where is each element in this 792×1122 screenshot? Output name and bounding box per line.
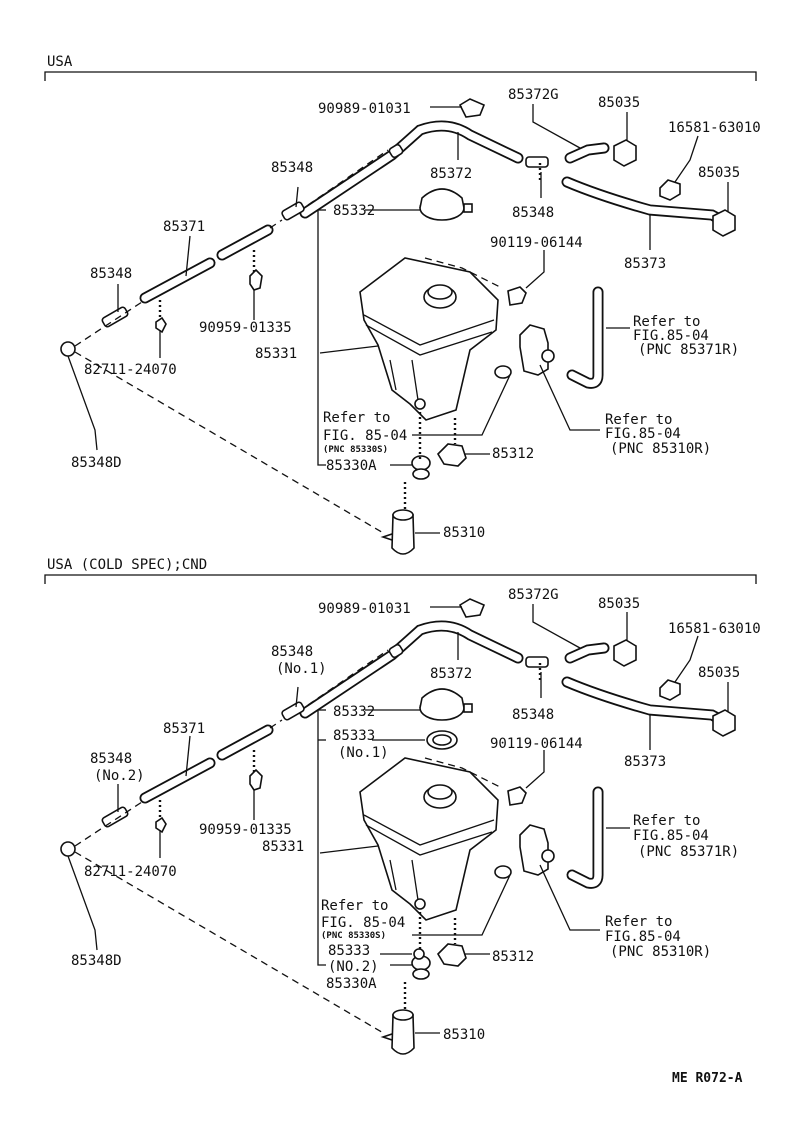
part-label-85348: 85348	[90, 266, 132, 282]
part-label-85333-no2: (NO.2)	[328, 959, 379, 975]
part-label-85348: 85348	[271, 160, 313, 176]
part-label-16581-63010: 16581-63010	[668, 120, 761, 136]
part-label-16581-63010: 16581-63010	[668, 621, 761, 637]
part-label-90989-01031: 90989-01031	[318, 101, 411, 117]
part-label-85331: 85331	[255, 346, 297, 362]
section-frame	[44, 574, 757, 584]
part-label-85035: 85035	[598, 596, 640, 612]
reference-line-2: FIG.85-04	[633, 328, 709, 344]
part-label-85372: 85372	[430, 166, 472, 182]
part-label-90119-06144: 90119-06144	[490, 736, 583, 752]
part-label-85372G: 85372G	[508, 87, 559, 103]
part-label-85348: 85348	[512, 205, 554, 221]
diagram-section-usa-cold-spec-cnd: USA (COLD SPEC);CND 90989-01031 85372G 8…	[44, 557, 761, 1054]
reference-line-2: FIG. 85-04	[321, 915, 405, 931]
part-label-90959-01335: 90959-01335	[199, 822, 292, 838]
reference-line-2: FIG.85-04	[605, 426, 681, 442]
reference-line-2: FIG.85-04	[633, 828, 709, 844]
reference-line-2: FIG. 85-04	[323, 428, 407, 444]
reference-line-3: (PNC 85330S)	[321, 931, 386, 941]
section-header: USA	[47, 54, 73, 70]
part-label-85348: 85348	[90, 751, 132, 767]
diagram-section-usa: USA 90989-01031 85372G 85035 16581-63010…	[44, 54, 761, 554]
reference-line-3: (PNC 85330S)	[323, 445, 388, 455]
part-label-85333: 85333	[333, 728, 375, 744]
part-label-85035: 85035	[698, 665, 740, 681]
part-label-90959-01335: 90959-01335	[199, 320, 292, 336]
part-label-85348-no1: (No.1)	[276, 661, 327, 677]
reference-line-3: (PNC 85371R)	[638, 844, 739, 860]
part-label-85332: 85332	[333, 704, 375, 720]
reference-line-3: (PNC 85310R)	[610, 944, 711, 960]
reference-line-1: Refer to	[321, 898, 388, 914]
part-label-85332: 85332	[333, 203, 375, 219]
part-label-82711-24070: 82711-24070	[84, 864, 177, 880]
part-label-85330A: 85330A	[326, 976, 377, 992]
part-label-85371: 85371	[163, 219, 205, 235]
reference-line-1: Refer to	[605, 412, 672, 428]
part-label-85348: 85348	[271, 644, 313, 660]
part-label-85348-no2: (No.2)	[94, 768, 145, 784]
part-label-85035: 85035	[598, 95, 640, 111]
section-frame	[44, 71, 757, 81]
reference-line-3: (PNC 85371R)	[638, 342, 739, 358]
reference-line-1: Refer to	[633, 314, 700, 330]
part-label-85371: 85371	[163, 721, 205, 737]
reference-line-3: (PNC 85310R)	[610, 441, 711, 457]
part-label-85310: 85310	[443, 525, 485, 541]
part-label-85310: 85310	[443, 1027, 485, 1043]
part-label-85372G: 85372G	[508, 587, 559, 603]
part-label-85035: 85035	[698, 165, 740, 181]
part-label-85373: 85373	[624, 754, 666, 770]
part-label-85348D: 85348D	[71, 455, 122, 471]
part-label-85330A: 85330A	[326, 458, 377, 474]
reference-line-2: FIG.85-04	[605, 929, 681, 945]
part-label-85331: 85331	[262, 839, 304, 855]
part-label-85372: 85372	[430, 666, 472, 682]
section-header: USA (COLD SPEC);CND	[47, 557, 207, 573]
part-label-90989-01031: 90989-01031	[318, 601, 411, 617]
part-label-85348D: 85348D	[71, 953, 122, 969]
reference-line-1: Refer to	[323, 410, 390, 426]
part-label-85312: 85312	[492, 446, 534, 462]
part-label-85348: 85348	[512, 707, 554, 723]
part-label-85312: 85312	[492, 949, 534, 965]
part-label-90119-06144: 90119-06144	[490, 235, 583, 251]
figure-code: ME R072-A	[672, 1071, 743, 1086]
part-label-85373: 85373	[624, 256, 666, 272]
part-label-85333-no1: (No.1)	[338, 745, 389, 761]
part-label-82711-24070: 82711-24070	[84, 362, 177, 378]
reference-line-1: Refer to	[605, 914, 672, 930]
reference-line-1: Refer to	[633, 813, 700, 829]
part-label-85333: 85333	[328, 943, 370, 959]
